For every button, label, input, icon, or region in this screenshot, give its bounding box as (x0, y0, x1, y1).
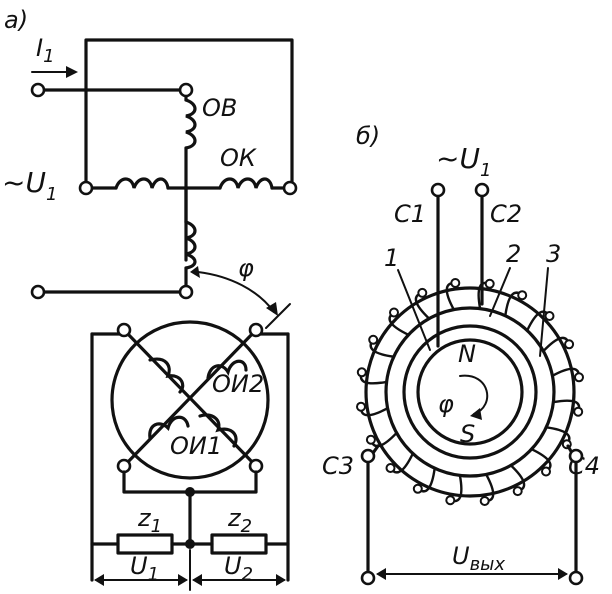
stator-winding-eyelet (541, 466, 551, 477)
output-voltage-arrow-left (376, 568, 386, 580)
stator-winding-eyelet (417, 287, 428, 298)
output-voltage-label: Uвых (452, 542, 505, 575)
pole-south-label: S (460, 420, 475, 448)
callout-2-label: 2 (506, 240, 521, 268)
lower-terminal (178, 284, 194, 300)
rotor-circle (110, 320, 270, 480)
callout-1-leader (397, 269, 431, 351)
angle-label-a: φ (238, 254, 254, 282)
rotor-axis-tick (265, 303, 291, 329)
rotor-terminal-top-left (116, 322, 132, 338)
junction-dot-top (185, 487, 195, 497)
c3-lead (366, 444, 380, 580)
input-terminal-top (30, 82, 46, 98)
ov-label: ОВ (202, 94, 237, 122)
rotor-terminal-bottom-right (248, 458, 264, 474)
terminal-c2 (474, 182, 490, 198)
lower-coil (184, 220, 197, 270)
rail-terminal-right (282, 180, 298, 196)
rail-terminal-left (78, 180, 94, 196)
z2-label: z2 (227, 504, 252, 537)
callout-3-label: 3 (546, 240, 561, 268)
stator-winding-eyelet (484, 278, 495, 289)
u2-arrow-left (192, 574, 202, 586)
stator-winding-eyelet (479, 496, 490, 506)
stator-winding-eyelet (385, 463, 396, 473)
rotor-disk (416, 338, 524, 446)
stator-winding-eyelet (574, 372, 584, 383)
terminal-c1-label: С1 (394, 200, 426, 228)
stator-winding-eyelet (564, 339, 575, 350)
stator-box-wire (84, 38, 294, 192)
panel-b-label: б) (356, 122, 380, 150)
oi2-coil-left (148, 357, 185, 394)
pole-north-label: N (458, 340, 476, 368)
ov-terminal-top (178, 82, 194, 98)
rotor-terminal-top-right (248, 322, 264, 338)
angle-arc-a (197, 271, 275, 313)
stator-winding-eyelet (412, 483, 423, 494)
ok-coil (218, 177, 274, 190)
panel-a-label: а) (4, 6, 28, 34)
z1-resistor (116, 533, 174, 555)
oi1-coil-left (148, 415, 190, 440)
terminal-c4 (568, 448, 584, 464)
supply-voltage-label-b: ~U1 (436, 142, 491, 181)
u1-arrow-right (178, 574, 188, 586)
output-terminal-left (360, 570, 376, 586)
terminal-c1 (430, 182, 446, 198)
input-terminal-bottom (30, 284, 46, 300)
stator-inner-ring (402, 324, 538, 460)
stator-winding-eyelet (544, 311, 555, 321)
stator-winding-eyelet (573, 406, 584, 417)
u2-arrow-right (276, 574, 286, 586)
stator-winding-loops (356, 278, 584, 506)
u1-arrow-left (94, 574, 104, 586)
left-rail-coil (114, 177, 170, 190)
panel-a-diagram: а) I1 ОВ ОК ~U1 φ (2, 6, 298, 591)
stator-winding-eyelet (517, 290, 528, 301)
ok-label: ОК (220, 144, 257, 172)
angle-arrow-left (190, 266, 200, 278)
stator-middle-ring (384, 306, 556, 478)
panel-b-diagram: б) ~U1 С1 С2 1 2 3 N S φ С3 С4 (322, 122, 600, 586)
z1-label: z1 (137, 504, 162, 537)
terminal-c3-label: С3 (322, 452, 354, 480)
angle-label-b: φ (438, 390, 454, 418)
supply-voltage-label-a: ~U1 (2, 166, 57, 205)
stator-winding-eyelet (445, 495, 456, 506)
angle-arrow-right (266, 302, 278, 316)
rotor-rotation-arc (459, 374, 489, 415)
u1-label: U1 (130, 552, 159, 585)
oi1-label: ОИ1 (170, 432, 222, 460)
stator-winding-eyelet (368, 334, 379, 345)
rotor-winding-diagonal-2 (122, 328, 258, 468)
stator-winding-eyelet (356, 401, 366, 412)
stator-winding-eyelet (450, 278, 461, 288)
z2-resistor (210, 533, 268, 555)
current-arrow-head (66, 66, 78, 78)
terminal-c2-label: С2 (490, 200, 522, 228)
stator-outer-ring (364, 286, 576, 498)
stator-winding-eyelet (365, 434, 376, 445)
stator-winding-eyelet (356, 367, 367, 378)
output-voltage-arrow-right (558, 568, 568, 580)
stator-winding-eyelet (512, 486, 523, 497)
current-label: I1 (36, 34, 55, 67)
callout-1-label: 1 (384, 244, 399, 272)
oi2-coil-right (206, 359, 248, 380)
rotor-terminal-bottom-left (116, 458, 132, 474)
oi1-coil-right (198, 413, 238, 448)
ov-coil (184, 98, 197, 150)
oi2-label: ОИ2 (212, 370, 264, 398)
u2-label: U2 (224, 552, 253, 585)
stator-winding-eyelet (389, 307, 399, 318)
output-terminal-right (568, 570, 584, 586)
rotor-rotation-arrow (470, 408, 482, 420)
terminal-c3 (360, 448, 376, 464)
